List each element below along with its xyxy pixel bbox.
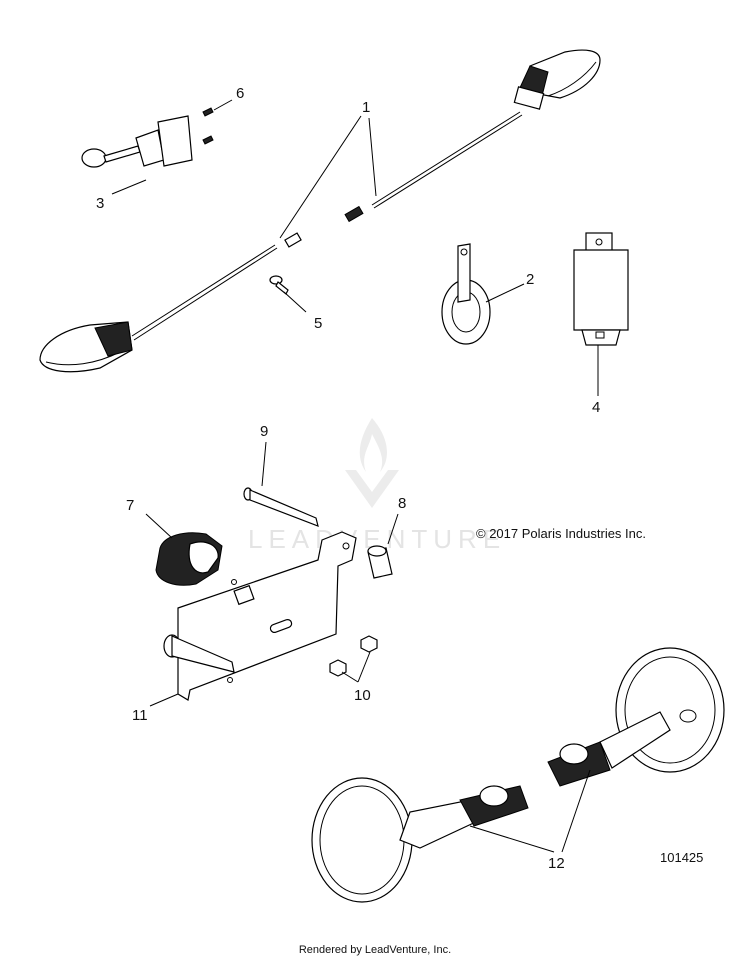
turn-signal-left[interactable]	[39, 232, 302, 373]
callout-5: 5	[314, 315, 322, 332]
bolt-9[interactable]	[243, 487, 319, 527]
callout-4: 4	[592, 399, 600, 416]
copyright-text: © 2017 Polaris Industries Inc.	[476, 526, 646, 541]
watermark-logo: LEADVENTURE	[248, 418, 500, 554]
callout-3: 3	[96, 195, 104, 212]
mounting-bracket[interactable]	[163, 531, 357, 701]
callout-6: 6	[236, 85, 244, 102]
callout-1: 1	[362, 99, 370, 116]
switch[interactable]	[81, 115, 193, 168]
lamp[interactable]	[155, 532, 223, 586]
mirror-right[interactable]	[547, 647, 725, 787]
leader-lines	[111, 99, 599, 853]
turn-signal-right[interactable]	[344, 49, 601, 223]
callout-12: 12	[548, 855, 565, 872]
spacer[interactable]	[367, 545, 393, 579]
footer-text: Rendered by LeadVenture, Inc.	[298, 944, 452, 956]
screw-6[interactable]	[202, 107, 214, 145]
callout-7: 7	[126, 497, 134, 514]
horn[interactable]	[441, 243, 491, 345]
callout-9: 9	[260, 423, 268, 440]
callout-8: 8	[398, 495, 406, 512]
mirror-left[interactable]	[311, 777, 529, 903]
callout-11: 11	[132, 707, 148, 724]
callout-2: 2	[526, 271, 534, 288]
screw-5[interactable]	[269, 275, 289, 295]
callout-10: 10	[354, 687, 371, 704]
diagram-number: 101425	[660, 850, 703, 865]
flasher-relay[interactable]	[573, 232, 629, 346]
nut-10[interactable]	[329, 635, 378, 677]
